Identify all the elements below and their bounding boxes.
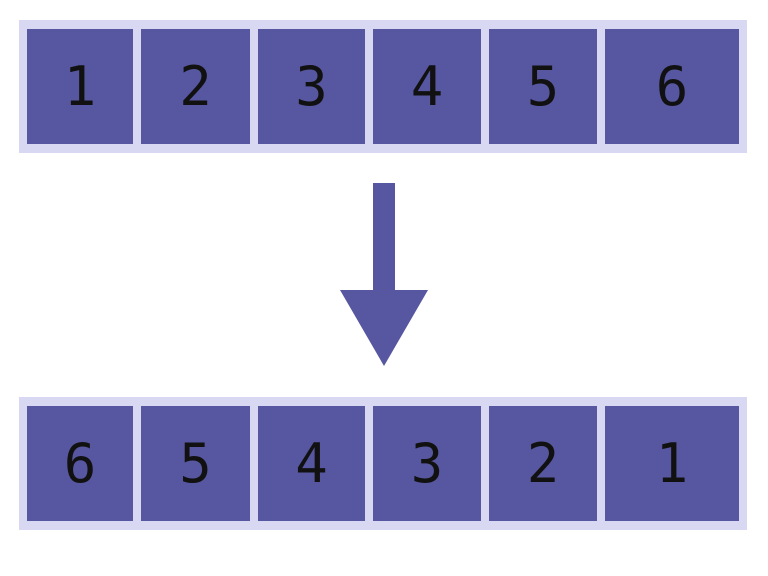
input-cell: 2 [141, 29, 250, 144]
output-cell: 6 [27, 406, 133, 521]
output-cell: 3 [373, 406, 481, 521]
input-cell: 5 [489, 29, 597, 144]
output-array: 6 5 4 3 2 1 [19, 397, 747, 530]
output-cell: 5 [141, 406, 250, 521]
input-cell: 6 [605, 29, 739, 144]
input-cell: 4 [373, 29, 481, 144]
input-array: 1 2 3 4 5 6 [19, 20, 747, 153]
output-cell: 1 [605, 406, 739, 521]
arrow-down-icon [340, 183, 428, 366]
output-cell: 4 [258, 406, 365, 521]
input-cell: 1 [27, 29, 133, 144]
output-cell: 2 [489, 406, 597, 521]
input-cell: 3 [258, 29, 365, 144]
